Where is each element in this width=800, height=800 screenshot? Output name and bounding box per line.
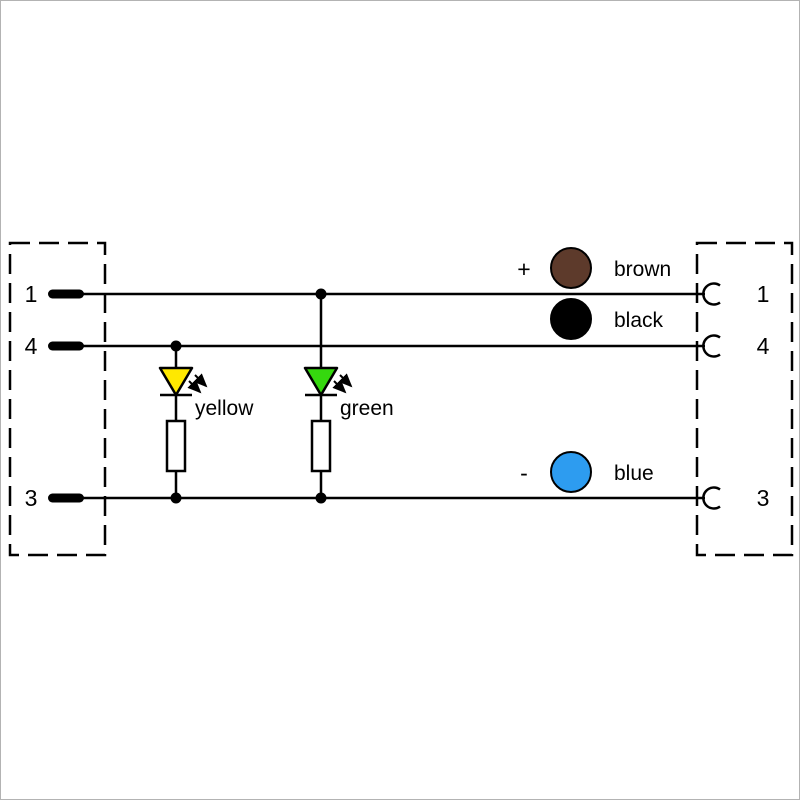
plus-sign: + <box>517 256 530 282</box>
right-pin-4-label: 4 <box>757 333 770 359</box>
black-wire-dot-icon <box>550 298 592 340</box>
junction-dots <box>170 288 327 504</box>
junction-dot <box>315 288 327 300</box>
right-connector: 1 4 3 <box>695 241 794 557</box>
junction-dot <box>170 492 182 504</box>
green-led-label: green <box>340 397 394 420</box>
blue-wire-dot-icon <box>550 451 592 493</box>
led-light-arrow-icon <box>187 379 202 394</box>
left-pin-1-label: 1 <box>25 281 38 307</box>
resistor-icon <box>310 419 332 473</box>
brown-wire-dot-icon <box>550 247 592 289</box>
yellow-led-icon <box>158 366 194 397</box>
green-led-branch: green <box>303 366 394 473</box>
black-wire-label: black <box>614 309 664 332</box>
yellow-led-label: yellow <box>195 397 254 420</box>
brown-wire-label: brown <box>614 258 671 281</box>
left-pin-3-label: 3 <box>25 485 38 511</box>
led-light-arrow-icon <box>338 373 353 388</box>
minus-sign: - <box>520 460 528 486</box>
led-light-arrow-icon <box>332 379 347 394</box>
junction-dot <box>315 492 327 504</box>
right-connector-outline <box>695 241 794 557</box>
right-pin-3-label: 3 <box>757 485 770 511</box>
led-light-arrow-icon <box>193 373 208 388</box>
right-pin-1-label: 1 <box>757 281 770 307</box>
left-connector: 1 4 3 <box>8 241 107 557</box>
left-pin-4-label: 4 <box>25 333 38 359</box>
yellow-led-branch: yellow <box>158 366 254 473</box>
junction-dot <box>170 340 182 352</box>
right-pin-3-socket-icon <box>702 486 721 510</box>
right-pin-1-socket-icon <box>702 282 721 306</box>
green-led-icon <box>303 366 339 397</box>
left-connector-outline <box>8 241 107 557</box>
blue-wire-label: blue <box>614 462 654 485</box>
right-pin-4-socket-icon <box>702 334 721 358</box>
resistor-icon <box>165 419 187 473</box>
wire-color-legend: + brown black - blue <box>517 247 671 493</box>
